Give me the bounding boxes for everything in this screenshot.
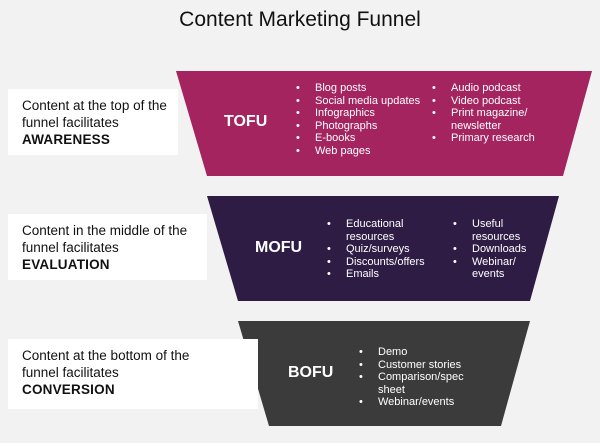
bullet-icon: • <box>296 107 300 119</box>
list-item-text: E-books <box>315 132 356 144</box>
bullet-icon: • <box>432 94 436 107</box>
list-item-text: Primary research <box>451 132 535 144</box>
bullet-icon: • <box>296 119 300 132</box>
list-item: • Primary research <box>432 132 547 145</box>
list-item: • Emails <box>327 268 437 281</box>
bullet-icon: • <box>296 94 300 107</box>
list-item: • Audio podcast <box>432 82 547 95</box>
bullet-icon: • <box>327 218 331 230</box>
list-item: • Educational resources <box>327 218 437 243</box>
bullet-icon: • <box>327 255 331 268</box>
mofu-list-col2: • Useful resources • Downloads • Webinar/ e… <box>453 218 533 281</box>
list-item: • Webinar/ events <box>453 256 533 281</box>
tofu-abbr: TOFU <box>224 113 268 130</box>
list-item: • Discounts/offers <box>327 256 437 269</box>
bullet-icon: • <box>432 107 436 119</box>
list-item: • Photographs <box>296 120 426 133</box>
list-item: • Comparison/spec sheet <box>359 371 471 396</box>
list-item: • Useful resources <box>453 218 533 243</box>
mofu-stage-name: EVALUATION <box>22 257 110 272</box>
bullet-icon: • <box>359 358 363 371</box>
bullet-icon: • <box>453 218 457 230</box>
list-item-text: Video podcast <box>451 94 521 107</box>
tofu-label-line-2: funnel facilitates <box>22 115 119 130</box>
bullet-icon: • <box>296 132 300 144</box>
bofu-list-col1: • Demo • Customer stories • Comparison/spec… <box>359 346 471 409</box>
list-item-text: Customer stories <box>378 358 462 371</box>
mofu-label-line-1: Content in the middle of the <box>22 223 188 238</box>
bofu-band <box>238 321 530 426</box>
list-item-text: Discounts/offers <box>346 255 425 268</box>
list-item-text: Blog posts <box>315 82 367 94</box>
list-item-text: Social media updates <box>315 94 421 107</box>
mofu-band <box>207 196 559 301</box>
list-item: • Customer stories <box>359 359 471 372</box>
mofu-label-box: Content in the middle of the funnel faci… <box>8 214 207 280</box>
list-item-text: Infographics <box>315 107 375 119</box>
bofu-label-line-2: funnel facilitates <box>22 365 119 380</box>
bullet-icon: • <box>327 268 331 280</box>
bullet-icon: • <box>453 243 457 255</box>
bullet-icon: • <box>359 396 363 408</box>
mofu-list-col1: • Educational resources • Quiz/surveys • Di… <box>327 218 437 281</box>
list-item-text: Print magazine/ newsletter <box>451 107 528 132</box>
bofu-label-line-1: Content at the bottom of the <box>22 348 190 363</box>
tofu-stage-name: AWARENESS <box>22 132 111 147</box>
tofu-label-box: Content at the top of the funnel facilit… <box>8 89 178 155</box>
page-title: Content Marketing Funnel <box>179 8 421 31</box>
list-item-text: Quiz/surveys <box>346 243 410 255</box>
list-item-text: Downloads <box>472 243 527 255</box>
list-item-text: Photographs <box>315 119 378 132</box>
bullet-icon: • <box>453 255 457 268</box>
list-item-text: Comparison/spec sheet <box>378 371 464 396</box>
list-item: • Infographics <box>296 107 426 120</box>
list-item: • Quiz/surveys <box>327 243 437 256</box>
list-item-text: Webinar/ events <box>472 255 516 281</box>
list-item: • Print magazine/ newsletter <box>432 107 547 132</box>
bullet-icon: • <box>296 82 300 94</box>
list-item: • Blog posts <box>296 82 426 95</box>
list-item-text: Educational resources <box>346 218 404 243</box>
list-item-text: Demo <box>378 346 408 358</box>
bullet-icon: • <box>296 144 300 157</box>
list-item: • Web pages <box>296 145 426 158</box>
bofu-abbr: BOFU <box>288 364 334 381</box>
tofu-list-col2: • Audio podcast • Video podcast • Print mag… <box>432 82 547 145</box>
list-item: • Demo <box>359 346 471 359</box>
list-item-text: Emails <box>346 268 380 280</box>
tofu-label-line-1: Content at the top of the <box>22 98 167 113</box>
mofu-abbr: MOFU <box>255 239 303 256</box>
list-item: • Webinar/events <box>359 396 471 409</box>
bullet-icon: • <box>359 371 363 383</box>
list-item-text: Webinar/events <box>378 396 455 408</box>
bullet-icon: • <box>432 82 436 94</box>
list-item: • Social media updates <box>296 95 426 108</box>
bullet-icon: • <box>327 243 331 255</box>
mofu-label-line-2: funnel facilitates <box>22 240 119 255</box>
bullet-icon: • <box>432 132 436 144</box>
list-item: • Downloads <box>453 243 533 256</box>
list-item-text: Useful resources <box>472 218 521 243</box>
bofu-label-box: Content at the bottom of the funnel faci… <box>8 339 258 409</box>
tofu-list-col1: • Blog posts • Social media updates • Infog… <box>296 82 426 157</box>
bofu-stage-name: CONVERSION <box>22 382 115 397</box>
tofu-band <box>176 71 592 176</box>
list-item-text: Audio podcast <box>451 82 521 94</box>
list-item-text: Web pages <box>315 144 371 157</box>
list-item: • Video podcast <box>432 95 547 108</box>
list-item: • E-books <box>296 132 426 145</box>
bullet-icon: • <box>359 346 363 358</box>
